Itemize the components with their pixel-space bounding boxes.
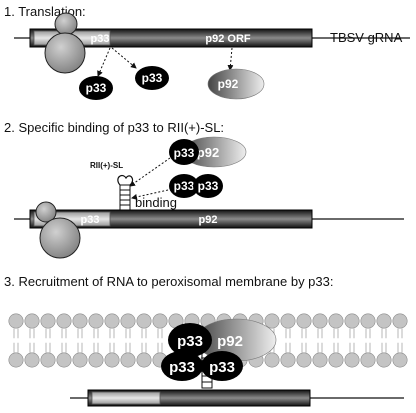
lipid-head-bottom — [280, 352, 296, 368]
ribosome-large-subunit — [44, 32, 86, 74]
lipid-head-bottom — [360, 352, 376, 368]
lipid-head-top — [328, 313, 344, 329]
p92-product-label: p92 — [218, 77, 239, 91]
section-1-translation: 1. Translation: p33 p92 ORF TBSV gRNA p3… — [4, 4, 410, 100]
binding-label: binding — [135, 195, 177, 210]
rii-sl-stem-loop — [117, 174, 134, 212]
ribosome-small-subunit — [54, 12, 78, 36]
p33-product-left — [79, 76, 113, 100]
rii-sl-label: RII(+)-SL — [90, 161, 123, 170]
lower-left-p33-label: p33 — [169, 359, 195, 376]
ribosome-large-subunit-2 — [39, 217, 81, 259]
p33-product-left-label: p33 — [86, 81, 107, 95]
lipid-head-bottom — [392, 352, 408, 368]
p33-membrane-lower-left — [161, 351, 203, 381]
lipid-head-top — [152, 313, 168, 329]
lipid-head-bottom — [312, 352, 328, 368]
lipid-head-top — [40, 313, 56, 329]
upper-p33-label: p33 — [177, 333, 203, 350]
lipid-head-top — [136, 313, 152, 329]
p33-coding-box-3 — [91, 391, 161, 405]
lipid-head-bottom — [296, 352, 312, 368]
complex-p92-label: p92 — [197, 145, 219, 160]
lipid-head-top — [24, 313, 40, 329]
lipid-head-top — [56, 313, 72, 329]
p92-orf-label: p92 ORF — [205, 33, 251, 45]
lipid-head-top — [280, 313, 296, 329]
p33-product-right — [135, 66, 169, 90]
lipid-head-top — [120, 313, 136, 329]
p92-product — [207, 68, 265, 100]
lipid-head-top — [296, 313, 312, 329]
tbsv-grna-label: TBSV gRNA — [330, 30, 403, 45]
complex-p33-label: p33 — [174, 146, 195, 160]
p92-label-2: p92 — [199, 214, 218, 226]
lipid-head-bottom — [120, 352, 136, 368]
p33-membrane-upper — [168, 323, 212, 357]
arrow-to-p33-left — [97, 47, 111, 77]
lipid-head-bottom — [376, 352, 392, 368]
lipid-head-bottom — [344, 352, 360, 368]
lipid-head-bottom — [104, 352, 120, 368]
p33-membrane-lower-right — [201, 351, 243, 381]
lipid-head-bottom — [72, 352, 88, 368]
lipid-head-top — [392, 313, 408, 329]
dimer-right-label: p33 — [198, 179, 219, 193]
lipid-head-bottom — [88, 352, 104, 368]
arrow-to-p92 — [227, 47, 234, 71]
p33-product-right-label: p33 — [142, 71, 163, 85]
arrow-to-p33-right — [111, 47, 137, 69]
p33-dimer-right — [193, 174, 223, 198]
lipid-head-top — [344, 313, 360, 329]
lipid-head-top — [72, 313, 88, 329]
upper-p92-label: p92 — [217, 333, 243, 350]
lipid-head-top — [376, 313, 392, 329]
section-2-binding: 2. Specific binding of p33 to RII(+)-SL:… — [4, 120, 404, 259]
ribosome-small-subunit-2 — [35, 201, 57, 223]
lipid-head-top — [104, 313, 120, 329]
section-3-title: 3. Recruitment of RNA to peroxisomal mem… — [4, 274, 333, 289]
lipid-head-bottom — [56, 352, 72, 368]
lipid-head-top — [264, 313, 280, 329]
arrow-complex-to-sl — [129, 157, 171, 187]
dimer-left-label: p33 — [174, 179, 195, 193]
p33-box-label: p33 — [91, 33, 110, 45]
lipid-head-bottom — [24, 352, 40, 368]
lipid-head-top — [360, 313, 376, 329]
lipid-head-bottom — [328, 352, 344, 368]
section-2-title: 2. Specific binding of p33 to RII(+)-SL: — [4, 120, 224, 135]
lipid-head-bottom — [136, 352, 152, 368]
lipid-head-bottom — [8, 352, 24, 368]
lower-right-p33-label: p33 — [209, 359, 235, 376]
lipid-head-bottom — [264, 352, 280, 368]
lipid-head-top — [312, 313, 328, 329]
p33-dimer-left — [169, 174, 199, 198]
lipid-head-top — [8, 313, 24, 329]
p33-box-label-2: p33 — [81, 214, 100, 226]
lipid-head-bottom — [40, 352, 56, 368]
lipid-head-top — [88, 313, 104, 329]
section-3-recruitment: 3. Recruitment of RNA to peroxisomal mem… — [4, 274, 408, 407]
p33-complex-partner — [169, 139, 199, 165]
